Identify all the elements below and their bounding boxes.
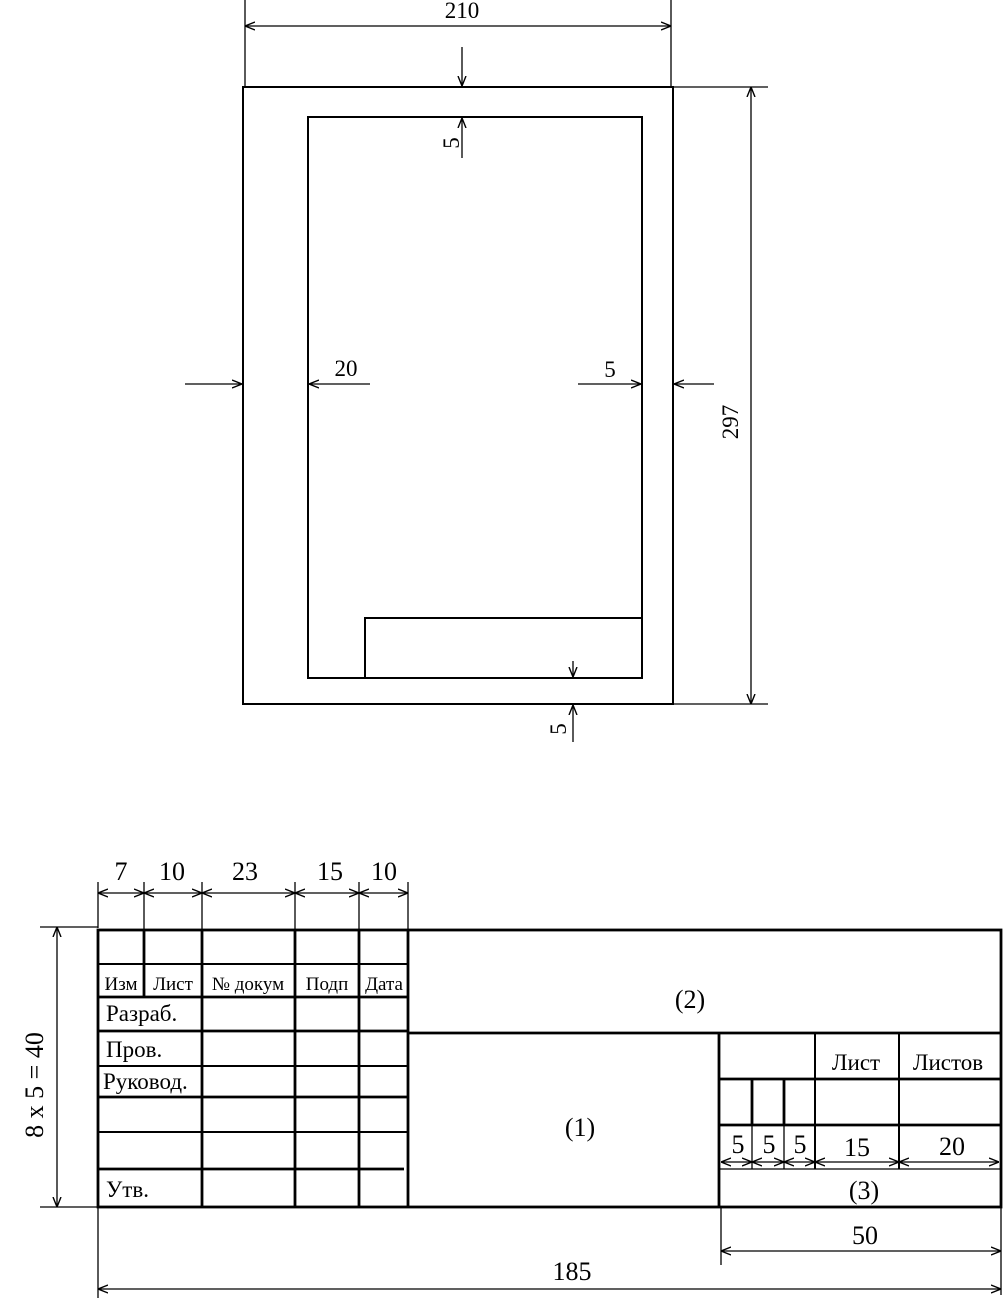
lit-width-2: 5 xyxy=(763,1130,776,1159)
col-width-list: 10 xyxy=(159,857,185,886)
dimension-bottom-margin: 5 xyxy=(546,661,573,742)
inner-frame xyxy=(308,117,642,678)
sheet-width-label: 15 xyxy=(844,1133,870,1162)
top-margin-label: 5 xyxy=(439,137,464,149)
bottom-dimensions: 50 185 xyxy=(98,1207,1001,1298)
column-width-dimensions: 7 10 23 15 10 xyxy=(98,857,408,930)
left-margin-label: 20 xyxy=(335,356,358,381)
field-1: (1) xyxy=(565,1113,595,1142)
col-width-data: 10 xyxy=(371,857,397,886)
right-block-width-label: 50 xyxy=(852,1221,878,1250)
sheets-width-label: 20 xyxy=(939,1132,965,1161)
height-label: 297 xyxy=(718,405,743,440)
header-data: Дата xyxy=(365,974,403,995)
field-3: (3) xyxy=(849,1176,879,1205)
dimension-top-margin: 5 xyxy=(439,47,464,158)
header-podp: Подп xyxy=(306,974,349,995)
height-dimension-label: 8 x 5 = 40 xyxy=(20,1032,49,1138)
header-dokum: № докум xyxy=(212,974,284,995)
sheet-label: Лист xyxy=(832,1050,880,1075)
dimension-width: 210 xyxy=(245,0,671,87)
sheets-label: Листов xyxy=(913,1050,983,1075)
width-label: 210 xyxy=(445,0,480,23)
title-block-diagram: 7 10 23 15 10 8 x 5 = 40 xyxy=(20,857,1001,1298)
header-izm: Изм xyxy=(105,974,138,995)
header-list: Лист xyxy=(153,974,193,995)
lit-width-3: 5 xyxy=(794,1130,807,1159)
sheet-format-diagram: 210 297 5 20 5 xyxy=(185,0,768,742)
dimension-height: 297 xyxy=(673,87,768,704)
right-margin-label: 5 xyxy=(604,357,616,382)
stamp-outline xyxy=(365,618,642,678)
col-width-podp: 15 xyxy=(317,857,343,886)
col-width-dokum: 23 xyxy=(232,857,258,886)
bottom-margin-label: 5 xyxy=(546,723,571,735)
row-prov: Пров. xyxy=(106,1037,162,1062)
field-2: (2) xyxy=(675,985,705,1014)
row-razrab: Разраб. xyxy=(106,1001,177,1026)
height-dimension: 8 x 5 = 40 xyxy=(20,927,98,1207)
sheet-info-block: Лист Листов 5 5 5 15 20 (3) xyxy=(719,1033,1001,1205)
row-utv: Утв. xyxy=(106,1177,149,1202)
total-width-label: 185 xyxy=(553,1257,592,1286)
row-rukovod: Руковод. xyxy=(103,1069,188,1094)
col-width-izm: 7 xyxy=(115,857,128,886)
dimension-left-margin: 20 xyxy=(185,356,370,384)
lit-width-1: 5 xyxy=(732,1130,745,1159)
dimension-right-margin: 5 xyxy=(578,357,714,384)
